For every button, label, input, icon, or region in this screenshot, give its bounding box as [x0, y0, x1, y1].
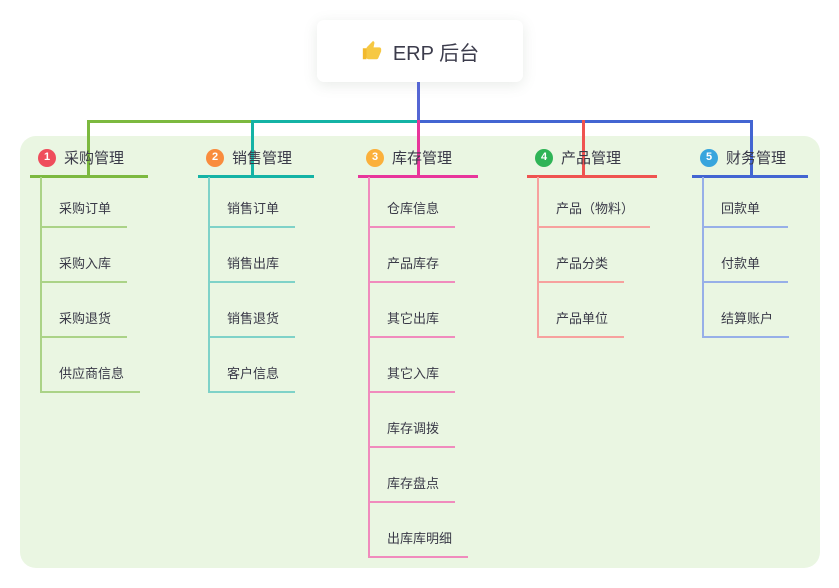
connector-drop: [582, 120, 585, 177]
connector-drop: [750, 120, 753, 177]
child-node[interactable]: 客户信息: [210, 338, 296, 393]
child-node[interactable]: 产品分类: [539, 228, 625, 283]
child-label: 库存调拨: [387, 421, 440, 436]
root-label: ERP 后台: [392, 42, 480, 65]
child-node[interactable]: 其它出库: [370, 283, 456, 338]
child-label: 采购退货: [59, 311, 112, 326]
child-label: 供应商信息: [59, 366, 125, 381]
child-node[interactable]: 库存调拨: [370, 393, 456, 448]
child-node[interactable]: 仓库信息: [370, 177, 456, 228]
child-label: 产品分类: [556, 256, 609, 271]
child-node[interactable]: 采购退货: [42, 283, 128, 338]
child-node[interactable]: 产品单位: [539, 283, 625, 338]
branch-node[interactable]: 5 财务管理: [692, 147, 808, 178]
child-node[interactable]: 付款单: [704, 228, 788, 283]
child-label: 出库库明细: [387, 531, 453, 546]
branch-label: 产品管理: [561, 150, 622, 167]
child-label: 库存盘点: [387, 476, 440, 491]
connector-drop: [251, 120, 254, 177]
branch-number-badge: 1: [38, 148, 56, 167]
child-label: 销售订单: [227, 201, 280, 216]
branch-label: 财务管理: [726, 150, 787, 167]
child-node[interactable]: 产品（物料）: [539, 177, 651, 228]
branch-node[interactable]: 2 销售管理: [198, 147, 314, 178]
branch-node[interactable]: 4 产品管理: [527, 147, 657, 178]
child-label: 仓库信息: [387, 201, 440, 216]
branch-children: 产品（物料） 产品分类产品单位: [537, 177, 651, 338]
child-label: 采购订单: [59, 201, 112, 216]
child-node[interactable]: 库存盘点: [370, 448, 456, 503]
branch-number-badge: 4: [535, 148, 553, 167]
branch-label: 采购管理: [64, 150, 125, 167]
child-node[interactable]: 回款单: [704, 177, 788, 228]
child-node[interactable]: 采购订单: [42, 177, 128, 228]
child-label: 采购入库: [59, 256, 112, 271]
child-label: 销售出库: [227, 256, 280, 271]
branch-number-badge: 3: [366, 148, 384, 167]
branch-children: 采购订单采购入库采购退货供应商信息: [40, 177, 141, 393]
branch-label: 库存管理: [392, 150, 453, 167]
branch-label: 销售管理: [232, 150, 293, 167]
branch-children: 销售订单销售出库销售退货客户信息: [208, 177, 296, 393]
child-label: 销售退货: [227, 311, 280, 326]
child-node[interactable]: 销售出库: [210, 228, 296, 283]
child-label: 付款单: [721, 256, 761, 271]
child-node[interactable]: 产品库存: [370, 228, 456, 283]
child-node[interactable]: 销售退货: [210, 283, 296, 338]
child-label: 结算账户: [721, 311, 774, 326]
child-label: 客户信息: [227, 366, 280, 381]
branch-node[interactable]: 3 库存管理: [358, 147, 478, 178]
child-label: 其它入库: [387, 366, 440, 381]
child-node[interactable]: 供应商信息: [42, 338, 141, 393]
branches-panel: [20, 136, 820, 568]
root-connector: [417, 82, 420, 123]
branch-node[interactable]: 1 采购管理: [30, 147, 148, 178]
thumbs-up-icon: [361, 40, 383, 62]
connector-drop: [417, 120, 420, 177]
child-node[interactable]: 其它入库: [370, 338, 456, 393]
root-node[interactable]: ERP 后台: [317, 20, 523, 82]
branch-children: 仓库信息产品库存其它出库其它入库库存调拨库存盘点出库库明细: [368, 177, 469, 558]
branch-number-badge: 2: [206, 148, 224, 167]
child-label: 产品库存: [387, 256, 440, 271]
branch-number-badge: 5: [700, 148, 718, 167]
child-label: 其它出库: [387, 311, 440, 326]
connector-bus-segment: [87, 120, 254, 123]
child-node[interactable]: 采购入库: [42, 228, 128, 283]
branch-children: 回款单付款单结算账户: [702, 177, 790, 338]
child-label: 产品单位: [556, 311, 609, 326]
child-label: 产品（物料）: [556, 201, 635, 216]
child-node[interactable]: 销售订单: [210, 177, 296, 228]
child-node[interactable]: 出库库明细: [370, 503, 469, 558]
child-label: 回款单: [721, 201, 761, 216]
connector-drop: [87, 120, 90, 177]
connector-bus-segment: [251, 120, 420, 123]
child-node[interactable]: 结算账户: [704, 283, 790, 338]
connector-bus-segment: [417, 120, 753, 123]
